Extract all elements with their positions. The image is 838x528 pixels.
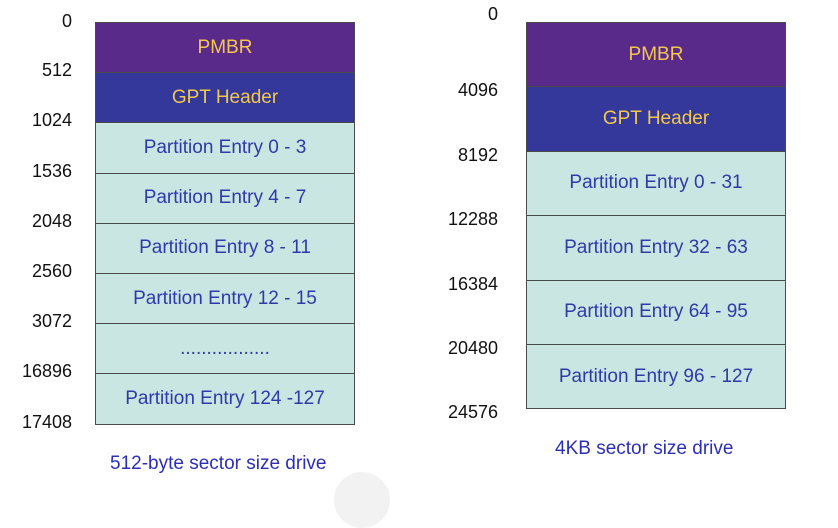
pmbr-block: PMBR	[526, 22, 786, 88]
offset-label: 2560	[31, 261, 72, 281]
offset-label: 17408	[21, 411, 72, 432]
partition-entry-block: Partition Entry 8 - 11	[95, 222, 355, 274]
gpt-header-block: GPT Header	[95, 72, 355, 124]
partial-circle-decoration	[334, 472, 390, 528]
offset-label: 512	[41, 60, 72, 81]
partition-entry-block: Partition Entry 96 - 127	[526, 344, 786, 410]
partition-entry-block: Partition Entry 12 - 15	[95, 273, 355, 325]
offset-label: 20480	[447, 338, 498, 358]
offset-label: 0	[61, 11, 72, 31]
partition-entry-block: Partition Entry 0 - 3	[95, 122, 355, 174]
offset-label: 24576	[447, 402, 498, 423]
partition-entry-block: Partition Entry 32 - 63	[526, 215, 786, 281]
gpt-header-block: GPT Header	[526, 86, 786, 152]
diagram-caption: 512-byte sector size drive	[110, 453, 327, 474]
offset-label: 1536	[31, 160, 72, 181]
partition-entry-block: Partition Entry 0 - 31	[526, 150, 786, 217]
offset-label: 16384	[447, 273, 498, 294]
offset-label: 16896	[21, 361, 72, 382]
diagram-caption: 4KB sector size drive	[555, 438, 734, 459]
partition-entry-block: .................	[95, 323, 355, 375]
offset-label: 1024	[31, 110, 72, 131]
offset-label: 12288	[447, 209, 498, 230]
partition-entry-block: Partition Entry 64 - 95	[526, 279, 786, 345]
offset-label: 4096	[457, 80, 498, 101]
partition-entry-block: Partition Entry 4 - 7	[95, 172, 355, 224]
offset-label: 0	[487, 4, 498, 24]
offset-label: 3072	[31, 311, 72, 332]
offset-label: 8192	[457, 144, 498, 165]
pmbr-block: PMBR	[95, 22, 355, 74]
offset-label: 2048	[31, 210, 72, 231]
partition-entry-block: Partition Entry 124 -127	[95, 373, 355, 425]
